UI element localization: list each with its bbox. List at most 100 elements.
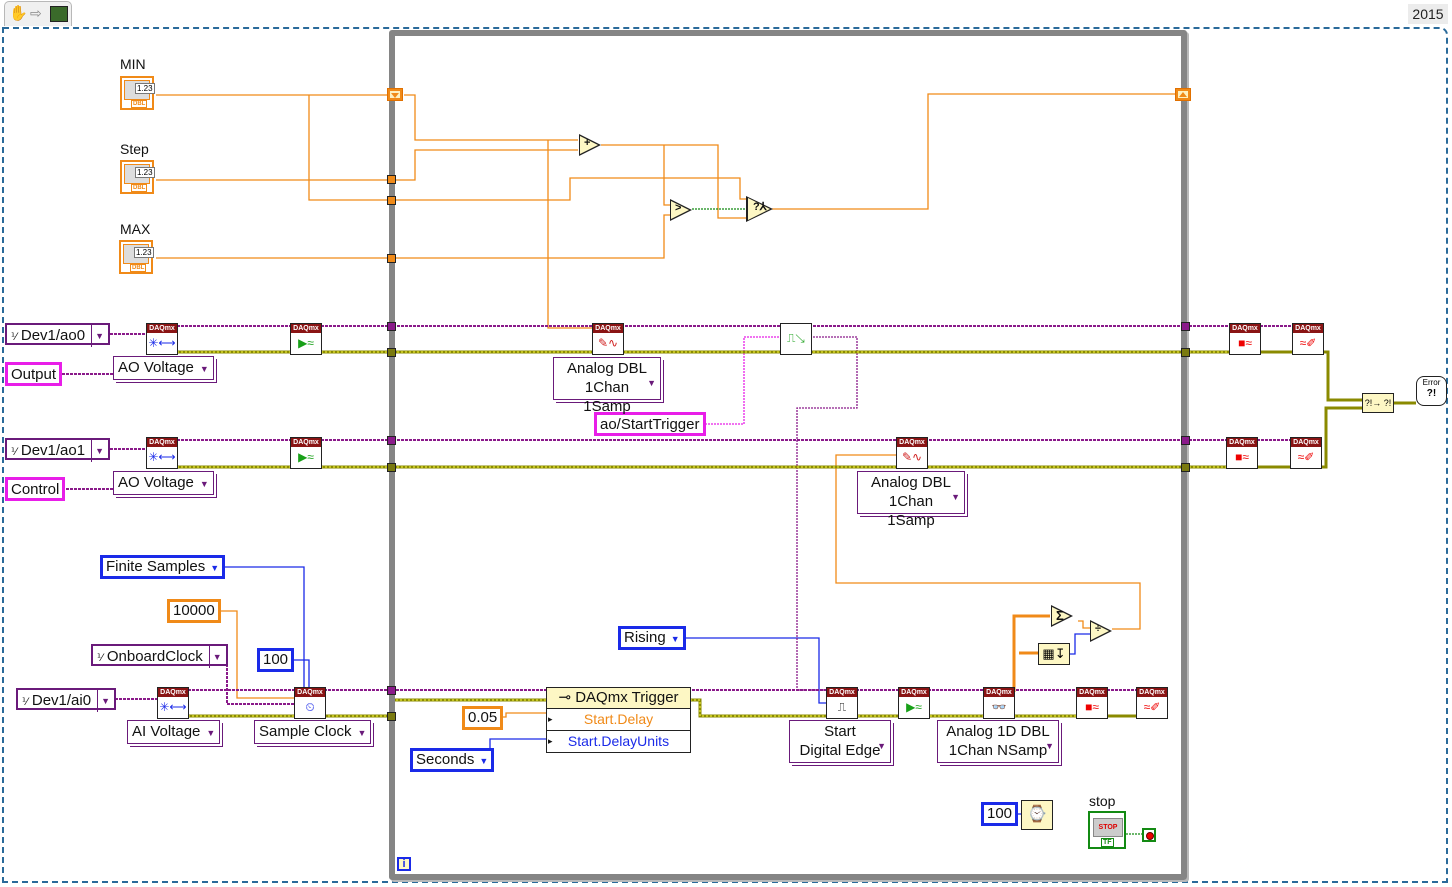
create-channel-icon: ✳⟷: [159, 700, 187, 714]
dropdown-icon[interactable]: ▼: [91, 325, 104, 347]
trigger-source-constant[interactable]: ao/StartTrigger: [594, 412, 706, 436]
dropdown-icon[interactable]: ▼: [647, 378, 656, 388]
property-start-delay[interactable]: Start.Delay: [547, 708, 690, 730]
max-label: MAX: [120, 221, 151, 237]
clock-source-ring[interactable]: ⅟ OnboardClock▼: [91, 644, 228, 668]
control-name-constant[interactable]: Control: [5, 477, 66, 501]
wait-constant[interactable]: 100: [981, 802, 1019, 826]
dropdown-icon[interactable]: ▼: [97, 690, 110, 712]
edge-constant[interactable]: Rising▼: [618, 626, 686, 650]
wire-sr-to-add: [404, 94, 578, 141]
ai-voltage-selector[interactable]: AI Voltage▼: [127, 720, 221, 744]
sum-array-function[interactable]: Σ: [1051, 605, 1073, 627]
daqmx-stop-task-ao0[interactable]: DAQmx■≈: [1229, 323, 1261, 355]
daqmx-timing[interactable]: DAQmx⏲: [294, 687, 326, 719]
channel-ai0[interactable]: ⅟ Dev1/ai0▼: [16, 688, 116, 712]
dropdown-icon[interactable]: ▼: [357, 728, 367, 738]
array-size-function[interactable]: ▦↧: [1038, 643, 1070, 665]
tunnel-step: [387, 175, 396, 184]
daqmx-read-ai0[interactable]: DAQmx👓: [983, 687, 1015, 719]
samples-constant[interactable]: 100: [257, 648, 295, 672]
channel-ao0[interactable]: ⅟ Dev1/ao0▼: [5, 323, 110, 347]
dropdown-icon[interactable]: ▼: [877, 741, 886, 751]
daqmx-create-channel-ao0[interactable]: DAQmx✳⟷: [146, 323, 178, 355]
greater-than-function[interactable]: >: [670, 199, 692, 221]
vi-icon[interactable]: [50, 6, 68, 22]
dropdown-icon[interactable]: ▼: [91, 440, 104, 462]
shift-register-left[interactable]: [387, 88, 403, 101]
daqmx-clear-task-ao1[interactable]: DAQmx≈✐: [1290, 437, 1322, 469]
delay-units-constant[interactable]: Seconds▼: [410, 748, 495, 772]
merge-errors-function[interactable]: ?!→ ?!: [1362, 393, 1394, 413]
channel-ao1[interactable]: ⅟ Dev1/ao1▼: [5, 438, 110, 462]
daqmx-write-ao0[interactable]: DAQmx✎∿: [592, 323, 624, 355]
export-signal-node[interactable]: ⎍↘: [780, 323, 812, 355]
max-type: DBL: [130, 264, 147, 272]
hand-icon[interactable]: ✋: [9, 5, 28, 22]
stop-button[interactable]: STOP TF: [1088, 811, 1126, 849]
diagram-tab[interactable]: ✋ ⇨: [4, 1, 72, 26]
shift-register-right[interactable]: [1175, 88, 1191, 101]
daqmx-start-task-ai0[interactable]: DAQmx▶≈: [898, 687, 930, 719]
daqmx-stop-task-ao1[interactable]: DAQmx■≈: [1226, 437, 1258, 469]
greater-than-icon: >: [675, 202, 682, 214]
dropdown-icon[interactable]: ▼: [199, 364, 209, 374]
daqmx-create-channel-ao1[interactable]: DAQmx✳⟷: [146, 437, 178, 469]
rate-constant[interactable]: 10000: [167, 599, 221, 623]
read-icon: 👓: [991, 700, 1007, 714]
daqmx-create-channel-ai0[interactable]: DAQmx✳⟷: [157, 687, 189, 719]
dropdown-icon[interactable]: ▼: [670, 634, 680, 644]
stop-if-true-icon: [1146, 832, 1154, 840]
property-node-header: ⊸ DAQmx Trigger: [547, 688, 690, 708]
dropdown-icon[interactable]: ▼: [1045, 741, 1054, 751]
ao-voltage-selector-1[interactable]: AO Voltage▼: [113, 356, 214, 380]
daqmx-start-task-ao0[interactable]: DAQmx▶≈: [290, 323, 322, 355]
daqmx-clear-task-ao0[interactable]: DAQmx≈✐: [1292, 323, 1324, 355]
daqmx-trigger-property-node[interactable]: ⊸ DAQmx Trigger Start.Delay Start.DelayU…: [546, 687, 691, 753]
output-name-constant[interactable]: Output: [5, 362, 63, 386]
add-function[interactable]: +: [579, 134, 601, 156]
dropdown-icon[interactable]: ▼: [199, 479, 209, 489]
dropdown-icon[interactable]: ▼: [208, 646, 222, 668]
error-ao0-merge: [1324, 350, 1362, 402]
daqmx-stop-task-ai0[interactable]: DAQmx■≈: [1076, 687, 1108, 719]
daqmx-write-ao1[interactable]: DAQmx✎∿: [896, 437, 928, 469]
daqmx-start-task-ao1[interactable]: DAQmx▶≈: [290, 437, 322, 469]
while-loop[interactable]: [389, 30, 1187, 880]
wire-max-to-compare: [396, 214, 670, 259]
ao-voltage-selector-2[interactable]: AO Voltage▼: [113, 471, 214, 495]
sample-clock-selector[interactable]: Sample Clock▼: [254, 720, 372, 744]
key-icon: ⊸: [558, 689, 572, 706]
dropdown-icon[interactable]: ▼: [210, 563, 220, 573]
min-label: MIN: [120, 56, 146, 72]
delay-constant[interactable]: 0.05: [462, 706, 504, 730]
block-diagram-border: [2, 27, 1448, 883]
tunnel-error-ao0-out: [1181, 348, 1190, 357]
loop-condition-terminal[interactable]: [1142, 828, 1156, 842]
wire-edge: [680, 637, 826, 704]
daqmx-trigger[interactable]: DAQmx⎍: [826, 687, 858, 719]
select-function[interactable]: ?⅄: [746, 196, 773, 222]
version-label: 2015: [1408, 4, 1448, 24]
arrow-icon[interactable]: ⇨: [30, 5, 42, 21]
tunnel-task-ao1-out: [1181, 436, 1190, 445]
dropdown-icon[interactable]: ▼: [206, 728, 216, 738]
daqmx-clear-task-ai0[interactable]: DAQmx≈✐: [1136, 687, 1168, 719]
stopwatch-icon: ⌚: [1027, 806, 1047, 823]
wait-function[interactable]: ⌚: [1021, 800, 1053, 830]
divide-function[interactable]: ÷: [1090, 620, 1112, 642]
sample-mode-constant[interactable]: Finite Samples▼: [100, 555, 226, 579]
property-start-delay-units[interactable]: Start.DelayUnits: [547, 730, 690, 752]
create-channel-icon: ✳⟷: [148, 336, 176, 350]
stop-icon: ■≈: [1238, 336, 1252, 350]
dropdown-icon[interactable]: ▼: [951, 492, 960, 502]
dropdown-icon[interactable]: ▼: [479, 756, 489, 766]
simple-error-handler[interactable]: Error?!: [1416, 376, 1447, 406]
